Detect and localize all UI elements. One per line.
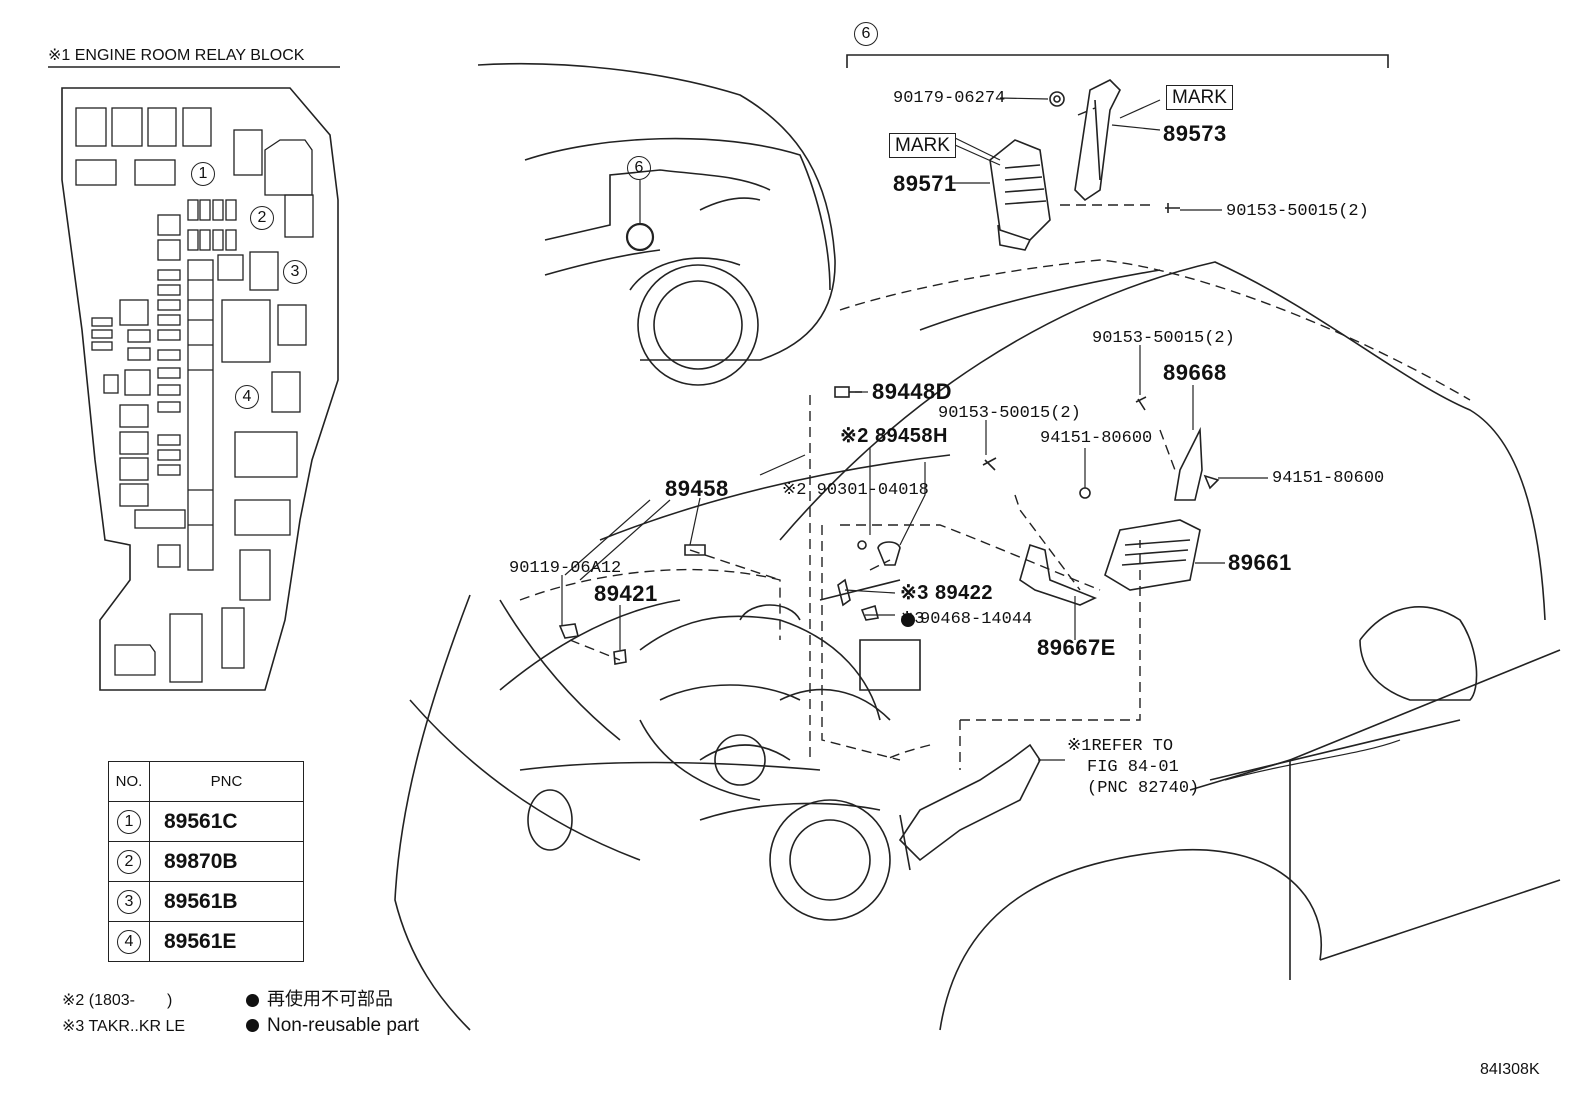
part-89571: 89571 (893, 171, 957, 196)
pnc-header-pnc: PNC (149, 761, 304, 802)
callout-6-bracket (846, 54, 1389, 68)
part-90301-04018: ※2 90301-04018 (782, 481, 929, 500)
legend-dot-icon (246, 993, 259, 1007)
prefix-90468: ※3 (900, 610, 925, 629)
part-90179-06274: 90179-06274 (893, 89, 1006, 108)
part-89668-bracket (1174, 426, 1203, 501)
legend-dot-icon (246, 1019, 259, 1033)
part-90119-06a12: 90119-06A12 (509, 559, 622, 578)
pnc-row-value: 89561B (149, 881, 304, 922)
relay-block-cells (75, 107, 314, 683)
part-89458: 89458 (665, 476, 729, 501)
leader-lines (561, 97, 1401, 781)
refer-line-3: (PNC 82740) (1087, 779, 1200, 798)
legend-en: Non-reusable part (246, 1016, 419, 1035)
part-94151-80600-b: 94151-80600 (1272, 469, 1385, 488)
relay-block-outline (61, 87, 339, 691)
part-89667e: 89667E (1037, 635, 1116, 660)
pnc-table: NO. PNC 1 89561C 2 89870B 3 89561B 4 895… (108, 761, 304, 962)
relay-marker-4: 4 (235, 385, 259, 409)
pnc-row-no: 2 (117, 849, 141, 874)
pnc-row-value: 89561C (149, 801, 304, 842)
callout-6-top: 6 (854, 22, 878, 46)
pnc-table-row: 2 89870B (108, 841, 304, 882)
callout-6-car: 6 (627, 156, 651, 180)
legend-en-text: Non-reusable part (267, 1015, 420, 1036)
part-89458h: ※2 89458H (840, 425, 948, 447)
mark-label-1: MARK (1166, 85, 1233, 110)
relay-marker-2: 2 (250, 206, 274, 230)
figure-id: 84I308K (1480, 1061, 1540, 1078)
part-89422: ※3 89422 (900, 582, 994, 604)
front-car-outline (394, 261, 1561, 1031)
pnc-row-value: 89561E (149, 921, 304, 962)
legend-jp-text: 再使用不可部品 (267, 989, 393, 1009)
part-89573: 89573 (1163, 121, 1227, 146)
part-90153-a: 90153-50015(2) (1226, 202, 1369, 221)
relay-marker-1: 1 (191, 162, 215, 186)
part-90153-b: 90153-50015(2) (1092, 329, 1235, 348)
part-89421: 89421 (594, 581, 658, 606)
relay-marker-3: 3 (283, 260, 307, 284)
pnc-row-no: 3 (117, 889, 141, 914)
part-89668: 89668 (1163, 360, 1227, 385)
part-89448d: 89448D (872, 379, 953, 404)
pnc-row-value: 89870B (149, 841, 304, 882)
part-94151-80600-a: 94151-80600 (1040, 429, 1153, 448)
note-3: ※3 TAKR..KR LE (62, 1018, 186, 1035)
pnc-table-row: 3 89561B (108, 881, 304, 922)
small-fasteners (558, 91, 1220, 665)
mark-label-2: MARK (889, 133, 956, 158)
part-89571-ecu (989, 139, 1051, 251)
rear-car-outline (477, 62, 836, 386)
pnc-header-no: NO. (108, 761, 150, 802)
note-2: ※2 (1803- ) (62, 992, 173, 1009)
relay-block-title: ※1 ENGINE ROOM RELAY BLOCK (48, 47, 305, 64)
legend-jp: 再使用不可部品 (246, 990, 393, 1008)
hood-dashed-lines (519, 107, 1471, 770)
pnc-table-header: NO. PNC (108, 761, 304, 802)
part-90153-c: 90153-50015(2) (938, 404, 1081, 423)
pnc-table-row: 1 89561C (108, 801, 304, 842)
non-reusable-dot (901, 613, 915, 627)
refer-line-1: ※1REFER TO (1067, 737, 1174, 756)
part-90468-14044: 90468-14044 (920, 610, 1033, 629)
pnc-table-row: 4 89561E (108, 921, 304, 962)
part-89667e-bracket (1019, 543, 1098, 606)
pnc-row-no: 1 (117, 809, 141, 834)
pnc-row-no: 4 (117, 929, 141, 954)
part-89661: 89661 (1228, 550, 1292, 575)
part-89661-ecu (1104, 519, 1201, 591)
refer-line-2: FIG 84-01 (1087, 758, 1179, 777)
part-89573-bracket (1074, 79, 1121, 202)
